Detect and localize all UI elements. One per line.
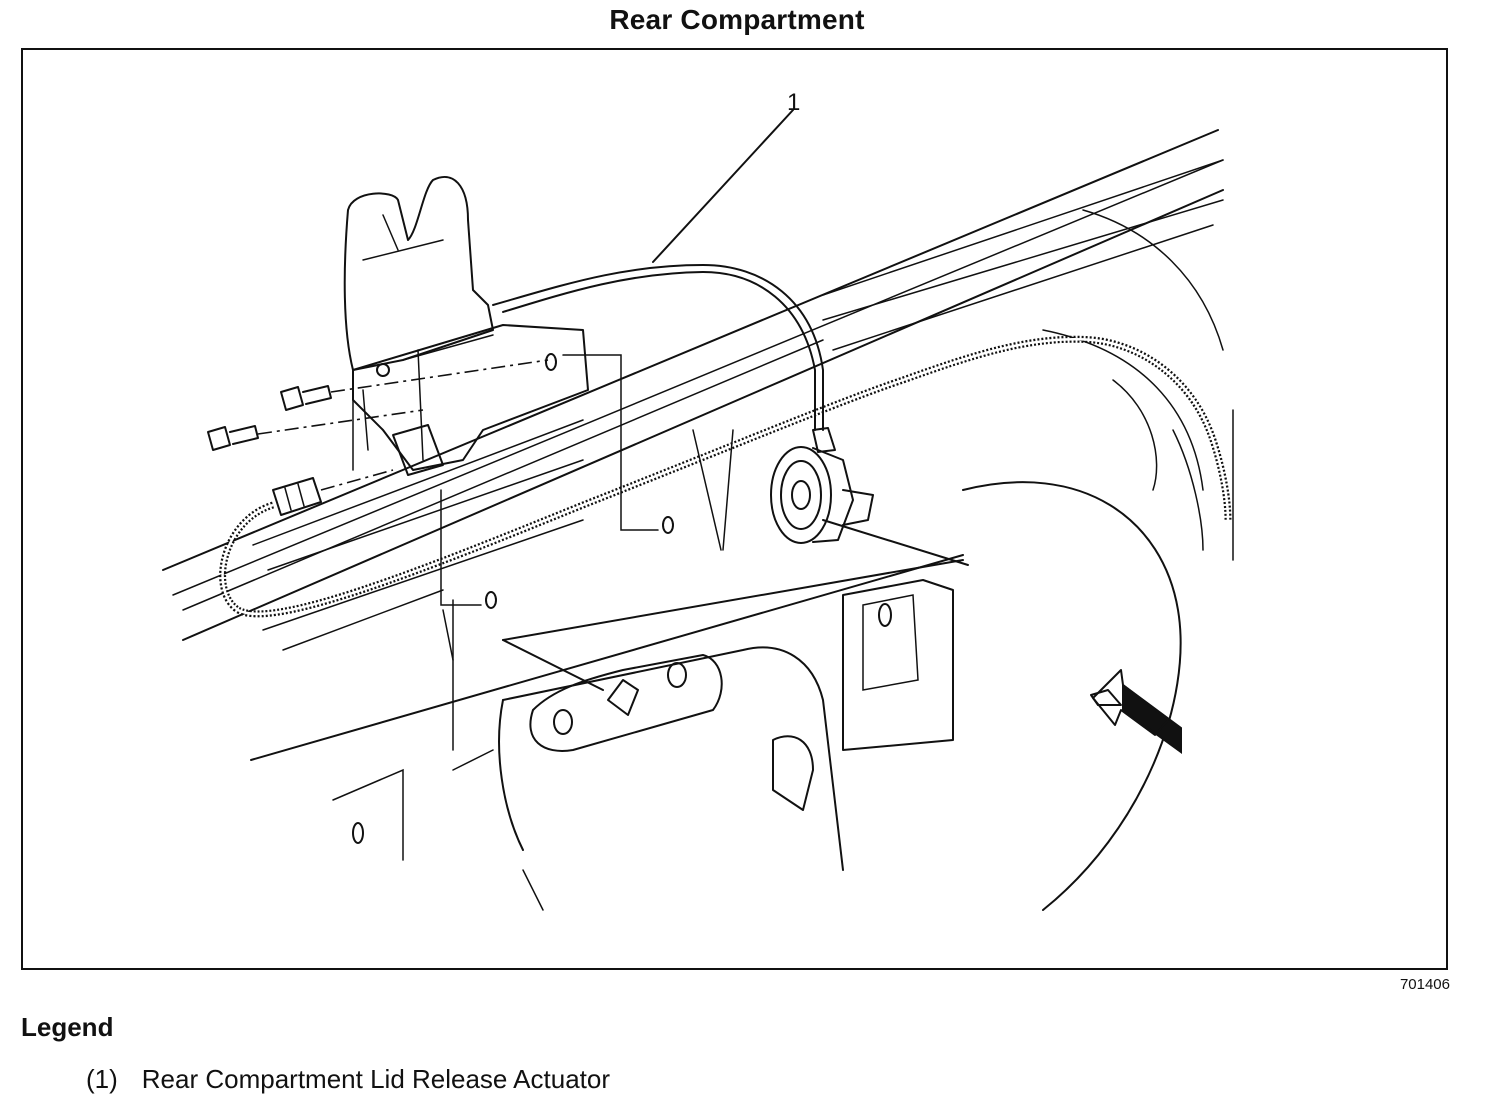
quarter-panel-contours bbox=[962, 209, 1234, 911]
callout-1: 1 bbox=[652, 89, 800, 263]
legend-list: (1) Rear Compartment Lid Release Actuato… bbox=[86, 1064, 610, 1095]
detail-wedge bbox=[502, 519, 969, 691]
legend-item-number: (1) bbox=[86, 1064, 118, 1094]
legend-item-label: Rear Compartment Lid Release Actuator bbox=[141, 1064, 611, 1094]
technical-illustration: 1 bbox=[162, 89, 1234, 911]
callout-label-1: 1 bbox=[787, 89, 800, 116]
figure-number: 701406 bbox=[1399, 976, 1450, 993]
figure-frame: 1 bbox=[21, 48, 1448, 970]
fastener-holes bbox=[440, 353, 734, 661]
wiring-harness bbox=[219, 335, 1232, 618]
direction-arrow-icon bbox=[1090, 669, 1182, 754]
bolt-upper bbox=[280, 359, 549, 411]
lock-cylinder bbox=[770, 427, 874, 544]
page-title: Rear Compartment bbox=[609, 4, 865, 35]
legend-heading: Legend bbox=[21, 1012, 114, 1042]
release-cable bbox=[492, 264, 824, 431]
electrical-connector bbox=[272, 469, 394, 516]
bolt-lower bbox=[207, 409, 424, 451]
actuator-body bbox=[343, 175, 589, 476]
lower-bracket bbox=[332, 579, 954, 911]
legend-item: (1) Rear Compartment Lid Release Actuato… bbox=[86, 1064, 610, 1095]
rear-panel-lines bbox=[162, 129, 1224, 761]
